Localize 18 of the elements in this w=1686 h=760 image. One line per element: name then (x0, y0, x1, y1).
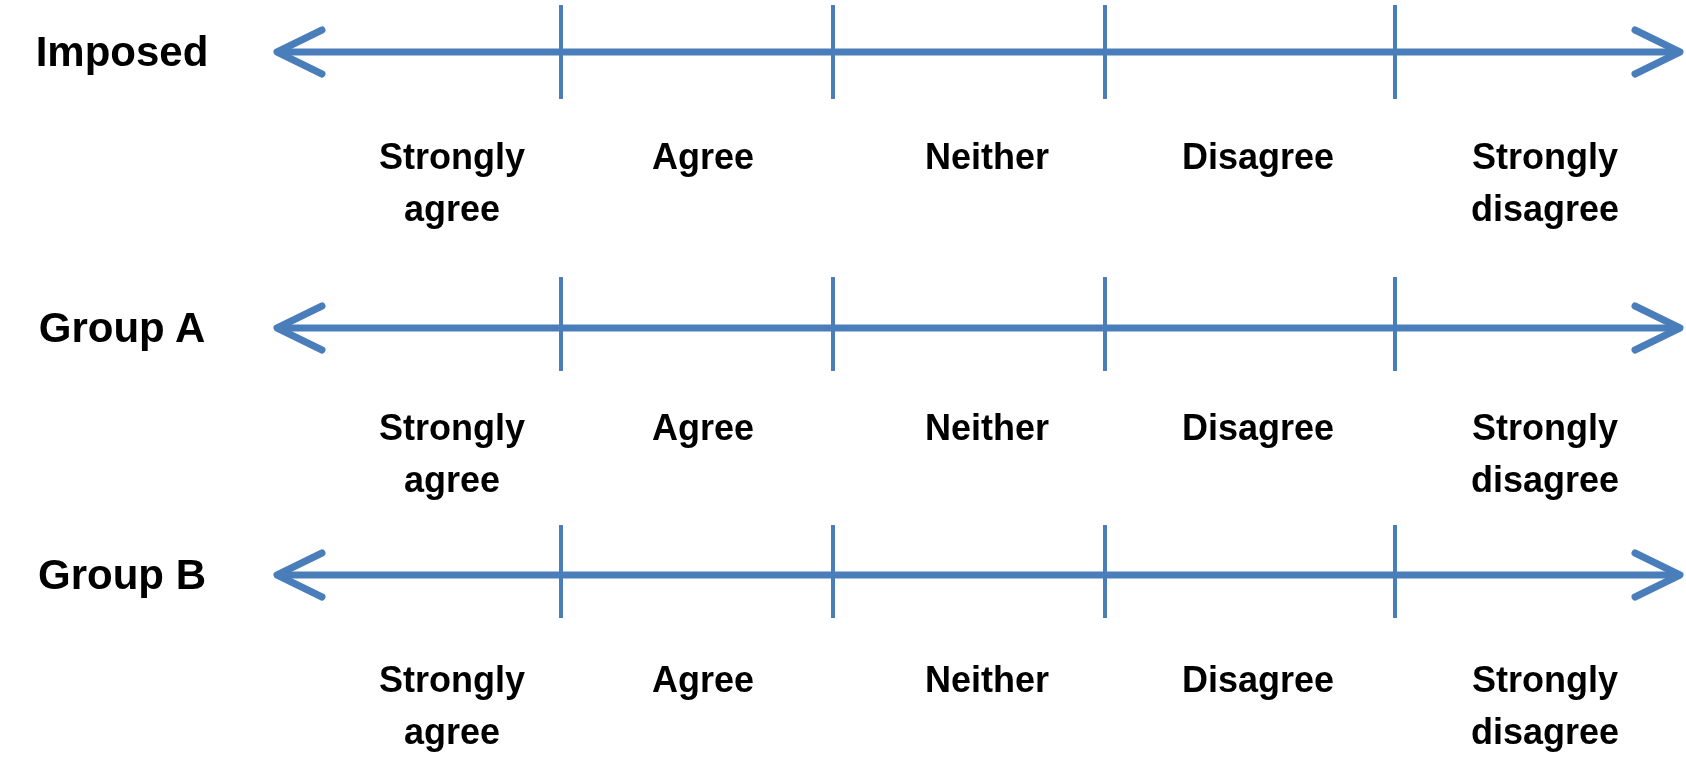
scale-option-label: Strongly agree (378, 406, 526, 502)
scale-option-label: Disagree (1180, 406, 1336, 450)
scale-option-label: Neither (924, 406, 1050, 450)
row-label: Imposed (35, 27, 209, 77)
scale-option-label: Strongly disagree (1469, 135, 1621, 231)
scale-option-label: Neither (924, 135, 1050, 179)
scale-option-label: Disagree (1180, 658, 1336, 702)
scale-option-label: Strongly agree (378, 658, 526, 754)
scale-option-label: Neither (924, 658, 1050, 702)
scale-option-label: Disagree (1180, 135, 1336, 179)
scale-option-label: Agree (650, 658, 755, 702)
row-label: Group B (38, 550, 206, 600)
scale-option-label: Agree (650, 406, 755, 450)
scale-option-label: Strongly agree (378, 135, 526, 231)
scale-option-label: Agree (650, 135, 755, 179)
scale-option-label: Strongly disagree (1469, 658, 1621, 754)
row-label: Group A (38, 303, 206, 353)
scale-option-label: Strongly disagree (1469, 406, 1621, 502)
